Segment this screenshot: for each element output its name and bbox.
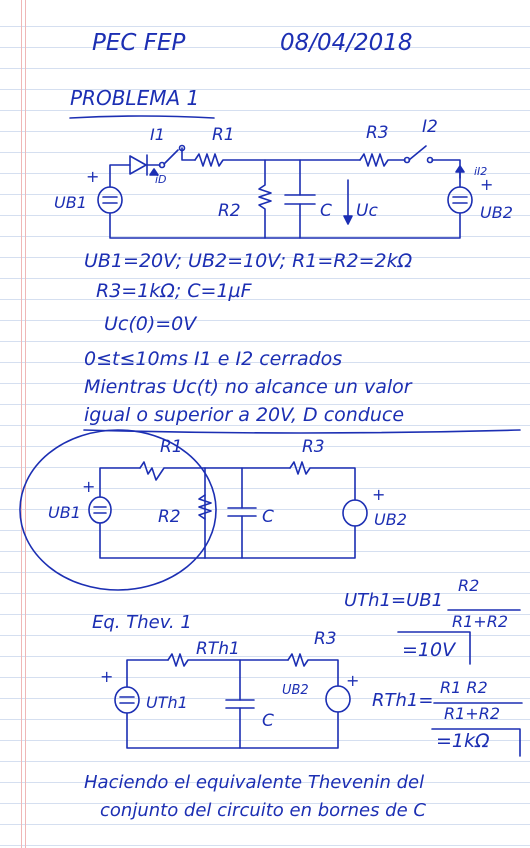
label-ub2: UB2 — [282, 683, 309, 698]
resistor-r3 — [359, 153, 406, 167]
rth-numerator: R1 R2 — [440, 678, 488, 697]
uth-denominator: R1+R2 — [452, 612, 508, 631]
label-i1: I1 — [150, 125, 165, 144]
givens-line-2: R3=1kΩ; C=1µF — [96, 280, 252, 302]
label-r2: R2 — [158, 507, 181, 527]
thevenin-title: Eq. Thev. 1 — [92, 612, 192, 633]
margin-line — [25, 0, 26, 848]
interval-line-3: igual o superior a 20V, D conduce — [84, 404, 405, 426]
footer-line-2: conjunto del circuito en bornes de C — [100, 800, 426, 821]
label-r1: R1 — [212, 125, 235, 145]
label-uth1: UTh1 — [146, 693, 188, 712]
resistor-r3 — [287, 653, 339, 687]
circuit-2: + + R1 R3 UB1 R2 C UB2 — [19, 429, 407, 591]
plus-sign: + — [82, 477, 95, 496]
label-ub2: UB2 — [480, 203, 513, 222]
circuit-1: + + I1 R1 R3 I2 iD iI2 UB1 UB2 R2 C Uc — [54, 117, 513, 239]
header-date: 08/04/2018 — [280, 30, 413, 56]
uth-numerator: R2 — [458, 576, 480, 595]
diode-symbol — [129, 155, 147, 175]
givens-line-1: UB1=20V; UB2=10V; R1=R2=2kΩ — [84, 250, 413, 272]
plus-sign: + — [346, 671, 359, 690]
interval-line-1: 0≤t≤10ms I1 e I2 cerrados — [84, 348, 343, 370]
circuit-3: + + RTh1 R3 UTh1 UB2 C — [100, 629, 359, 749]
rth-result: =1kΩ — [436, 730, 490, 752]
label-ii2: iI2 — [474, 165, 487, 178]
plus-sign: + — [480, 175, 493, 194]
uth-result: =10V — [402, 639, 456, 661]
label-r1: R1 — [160, 437, 183, 457]
resistor-r2 — [198, 494, 212, 520]
label-i2: I2 — [422, 117, 438, 137]
resistor-r1 — [139, 461, 206, 481]
label-r2: R2 — [218, 201, 241, 221]
interval-line-2: Mientras Uc(t) no alcance un valor — [84, 376, 412, 398]
label-uc: Uc — [356, 201, 378, 221]
rth-denominator: R1+R2 — [444, 704, 500, 723]
source-uth1-symbol — [114, 686, 140, 714]
resistor-r3 — [289, 461, 356, 501]
label-id: iD — [155, 173, 167, 186]
label-r3: R3 — [302, 437, 325, 457]
circle-annotation — [19, 429, 217, 591]
uth-formula-lhs: UTh1=UB1 — [344, 590, 444, 611]
label-ub1: UB1 — [48, 503, 81, 522]
givens-line-3: Uc(0)=0V — [104, 313, 197, 335]
problem-title: PROBLEMA 1 — [70, 86, 200, 110]
label-c: C — [320, 201, 332, 221]
header-course: PEC FEP — [92, 30, 186, 56]
plus-sign: + — [372, 485, 385, 504]
label-r3: R3 — [366, 123, 389, 143]
footer-line-1: Haciendo el equivalente Thevenin del — [84, 772, 425, 793]
label-rth1: RTh1 — [196, 639, 240, 659]
label-c: C — [262, 507, 274, 527]
resistor-rth1 — [167, 653, 289, 667]
rth-formula-lhs: RTh1= — [372, 690, 434, 711]
label-c: C — [262, 711, 274, 731]
margin-line — [21, 0, 22, 848]
plus-sign: + — [86, 167, 99, 186]
plus-sign: + — [100, 667, 113, 686]
label-ub2: UB2 — [374, 510, 407, 529]
label-ub1: UB1 — [54, 193, 87, 212]
resistor-r2 — [258, 159, 272, 239]
resistor-r1 — [194, 153, 361, 167]
label-r3: R3 — [314, 629, 337, 649]
